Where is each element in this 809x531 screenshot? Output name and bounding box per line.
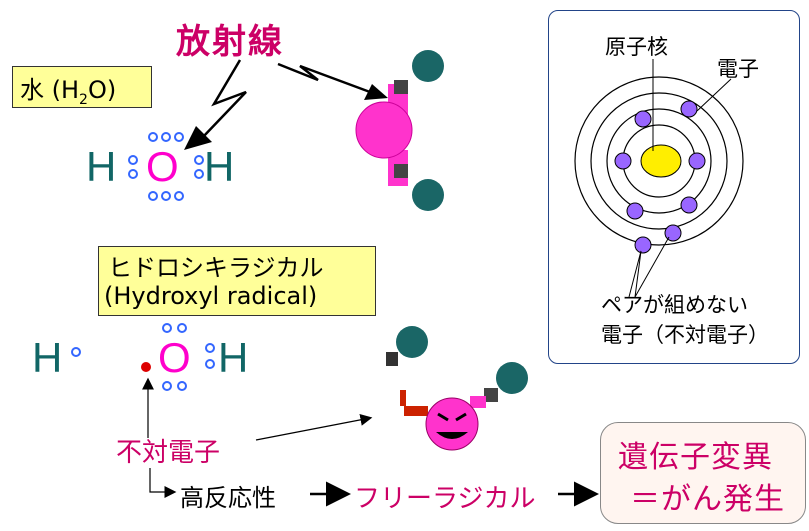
water-electron <box>161 191 171 201</box>
radical-o: O <box>158 334 191 381</box>
unpaired-arrow-right <box>255 413 373 441</box>
flow-elbow-arrow <box>149 468 177 498</box>
gene-mutation-line1: 遺伝子変異 <box>618 440 773 475</box>
electron <box>688 152 706 170</box>
radical-h-left: H <box>32 334 63 381</box>
unpaired-electron-label: 不対電子 <box>116 438 221 468</box>
unpaired-desc-line1: ペアが組めない <box>601 293 748 317</box>
lightning-bolt-right <box>277 62 371 94</box>
water-h-left: H <box>86 143 117 190</box>
electron <box>634 236 652 254</box>
electron <box>680 100 698 118</box>
water-label-box <box>12 66 152 108</box>
water-electron <box>161 132 171 142</box>
radical-electron <box>162 323 172 333</box>
radical-electron <box>162 381 172 391</box>
gene-mutation-line2: ＝がん発生 <box>630 482 785 517</box>
nucleus-label: 原子核 <box>605 35 668 59</box>
radical-name-en: (Hydroxyl radical) <box>104 282 318 310</box>
unpaired-desc-line2: 電子（不対電子） <box>601 323 769 347</box>
water-electron <box>148 132 158 142</box>
electron-pointer <box>696 78 732 112</box>
radical-h-right: H <box>218 334 249 381</box>
radical-h-electron <box>71 347 81 357</box>
devil-radical-model <box>386 326 528 451</box>
high-reactivity-label: 高反応性 <box>180 484 276 512</box>
electron <box>626 202 644 220</box>
water-o: O <box>146 143 179 190</box>
water-label: 水 (H2O) <box>20 76 117 108</box>
water-electron <box>174 191 184 201</box>
nucleus <box>640 144 682 178</box>
water-electron <box>128 169 138 179</box>
radical-label-box <box>98 246 376 316</box>
radical-electron <box>177 381 187 391</box>
electron-label: 電子 <box>717 57 759 81</box>
lightning-arrowhead-right <box>364 84 388 100</box>
lightning-bolt-left <box>201 59 247 139</box>
radical-electron <box>205 359 215 369</box>
radical-electron <box>205 343 215 353</box>
atom-panel: 原子核 電子 ペアが組めない 電子（不対電子） <box>548 10 800 364</box>
unpaired-pointer <box>628 236 670 298</box>
atom-orbits-graphic <box>574 59 744 298</box>
radiation-title: 放射線 <box>176 22 284 62</box>
electron <box>680 196 698 214</box>
water-electron <box>174 132 184 142</box>
free-radical-label: フリーラジカル <box>354 484 536 514</box>
gene-mutation-box <box>600 422 806 524</box>
water-electron <box>148 191 158 201</box>
water-electron <box>194 169 204 179</box>
radical-name-ja: ヒドロシキラジカル <box>108 254 324 282</box>
water-molecule-model <box>355 50 444 211</box>
radical-electron <box>177 323 187 333</box>
water-electron <box>128 155 138 165</box>
water-electron <box>194 155 204 165</box>
electron <box>614 152 632 170</box>
water-h-right: H <box>204 143 235 190</box>
unpaired-electron-dot <box>141 362 151 372</box>
electron <box>664 224 682 242</box>
lightning-arrowhead-left <box>184 126 212 150</box>
electron <box>634 110 652 128</box>
